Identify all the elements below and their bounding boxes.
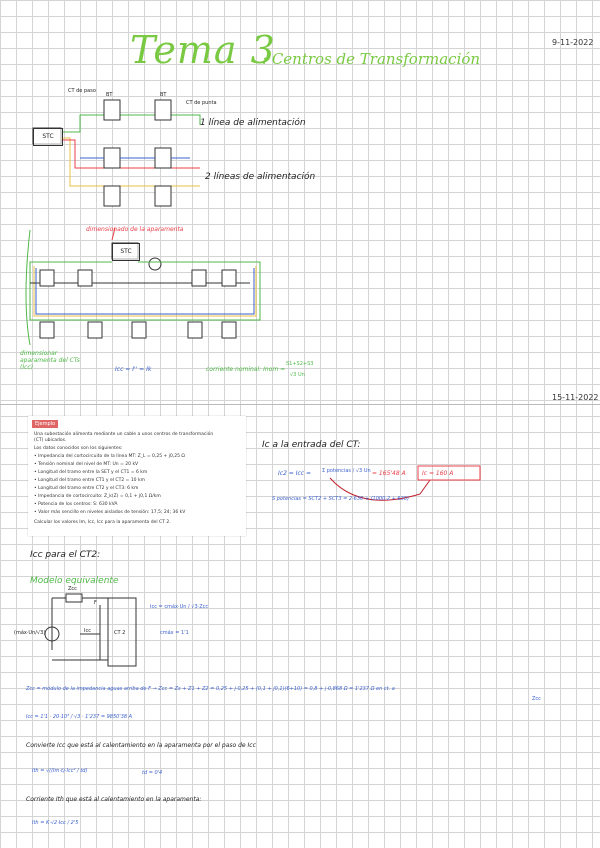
label-bt-2: BT — [160, 92, 167, 98]
ct2-label: CT 2 — [114, 630, 126, 636]
page1-date: 9-11-2022 — [552, 38, 594, 47]
stc-ring-box: STC — [112, 243, 140, 261]
page2-date: 15-11-2022 — [552, 393, 599, 402]
zcc-label: Zcc — [68, 586, 77, 592]
label-bt-1: BT — [106, 92, 113, 98]
label-dimensionado: dimensionado de la aparamenta — [86, 226, 184, 233]
zcc-sub: Zcc — [532, 696, 541, 702]
convert2-text: Corriente Ith que está al calentamiento … — [26, 796, 202, 803]
ic-fraction: Σ potencias / √3 Un — [322, 468, 371, 474]
inom-label: corriente nominal: Inom = — [206, 366, 286, 373]
label-two-lines: 2 líneas de alimentación — [205, 172, 316, 182]
icc-ct2-label: Icc para el CT2: — [30, 550, 101, 560]
diagram-transformation-centers — [25, 99, 481, 667]
cmax-value: cmáx = 1'1 — [160, 630, 189, 636]
icc-result: Icc = 1'1 · 20·10³ / √3 · 1'237 = 9850'3… — [26, 714, 133, 720]
page-subtitle: : Centros de Transformación — [262, 50, 481, 68]
doc-line: Una subestación alimenta mediante un cab… — [34, 432, 214, 437]
doc-line: • Longitud del tramo entre CT2 y el CT3:… — [34, 486, 139, 491]
zcc-text: Zcc = módulo de la impedancia aguas arri… — [26, 686, 395, 692]
label-ct-paso: CT de paso — [68, 88, 96, 94]
doc-line: Calcular los valores Im, Icc, Icc para l… — [34, 520, 171, 525]
example-document: Ejemplo Una subestación alimenta mediant… — [28, 416, 246, 536]
label-dimensionar: dimensionar aparamenta del CTs (Icc) — [20, 350, 80, 371]
ith-final: Ith = K·√2·Icc / 2'5 — [32, 820, 79, 826]
doc-line: Los datos conocidos son los siguientes: — [34, 446, 123, 451]
doc-line: • Longitud del tramo entre la SET y el C… — [34, 470, 148, 475]
td-value: td = 0'4 — [142, 770, 163, 776]
f-label: F — [94, 600, 97, 606]
page-title: Tema 3 — [130, 28, 276, 72]
doc-line: • Potencia de los centros: S: 630 kVA — [34, 502, 118, 507]
doc-line: • Impedancia del cortocircuito de la lín… — [34, 454, 185, 459]
icc-equation: Icc = I'' = Ik — [115, 366, 152, 373]
ic-entrada-label: Ic a la entrada del CT: — [262, 440, 361, 450]
label-ct-punta: CT de punta — [186, 100, 217, 106]
modelo-label: Modelo equivalente — [30, 576, 119, 586]
doc-line: • Longitud del tramo entre CT1 y el CT2 … — [34, 478, 145, 483]
doc-line: • Valor más sencillo en niveles aislados… — [34, 510, 186, 515]
ic-final: Ic = 160 A — [422, 470, 454, 477]
stc-box: STC — [33, 128, 63, 146]
ith-equation: Ith = √((Im·t)·Icc² / td) — [32, 768, 88, 774]
source-label: (máx·Un/√3) — [14, 630, 46, 636]
icc-formula: Icc = cmáx·Un / √3·Zcc — [150, 604, 209, 610]
doc-line: • Impedancia de cortocircuito: Z_k(Z) = … — [34, 494, 161, 499]
ic-result: = 165'48 A — [372, 470, 406, 477]
convert-text: Convierte Icc que está al calentamiento … — [26, 742, 256, 749]
spot-equation: S potencias = SCT2 + SCT3 = 2·630 + (100… — [272, 496, 409, 502]
icc-model-label: Icc — [84, 628, 91, 634]
inom-denominator: √3 Un — [290, 372, 305, 378]
inom-numerator: S1+S2+S3 — [286, 361, 314, 367]
page-separator — [0, 404, 600, 405]
example-tag: Ejemplo — [32, 420, 59, 428]
ic-equation: Ic2 = Icc = — [278, 470, 312, 477]
doc-line: (CT) ubicados. — [34, 438, 67, 443]
doc-line: • Tensión nominal del nivel de MT: Un = … — [34, 462, 139, 467]
label-one-line: 1 línea de alimentación — [200, 118, 306, 128]
